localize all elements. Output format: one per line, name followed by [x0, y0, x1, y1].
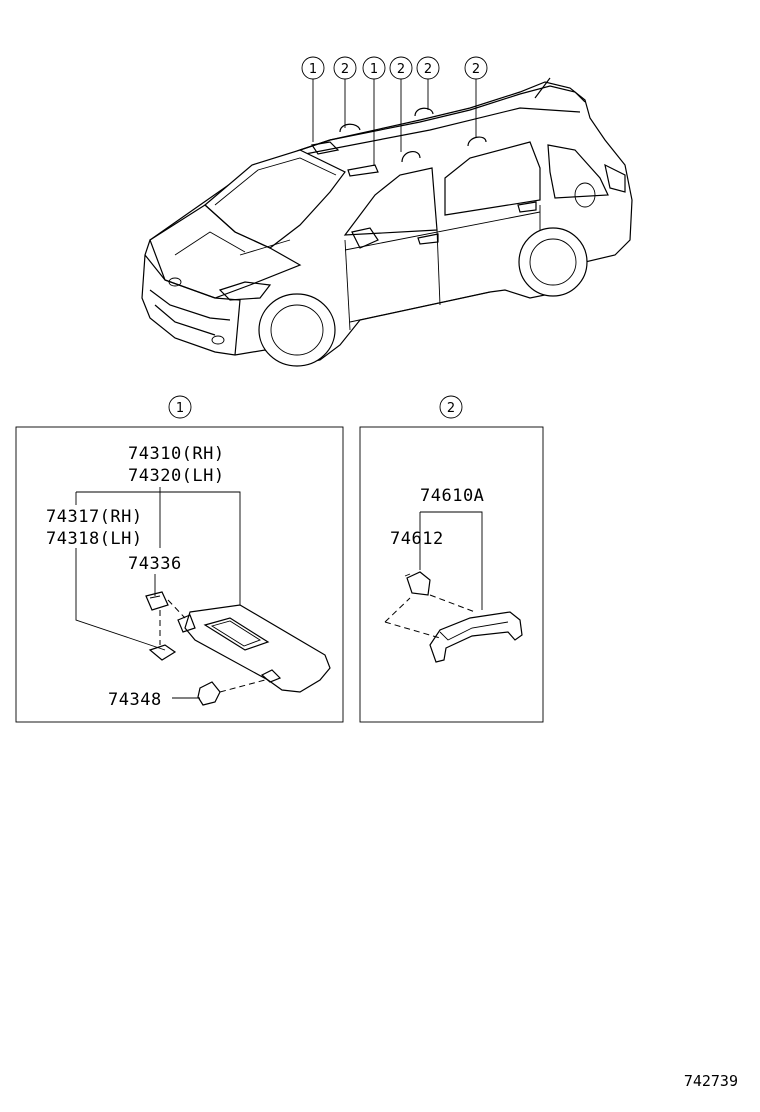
svg-text:1: 1 [370, 62, 378, 77]
part-74320-lh[interactable]: 74320(LH) [128, 466, 225, 486]
panel-sun-visor: 1 74310(RH) 74320(LH) 74317(RH) 74318(LH… [15, 395, 344, 723]
part-74336[interactable]: 74336 [128, 554, 182, 574]
car-callouts: 1 2 1 2 2 2 [301, 56, 488, 80]
part-74310-rh[interactable]: 74310(RH) [128, 444, 225, 464]
panel1-frame [15, 426, 344, 723]
car-callout-2b: 2 [389, 56, 413, 80]
svg-text:2: 2 [424, 62, 432, 77]
part-74348[interactable]: 74348 [108, 690, 162, 710]
svg-text:1: 1 [176, 401, 184, 416]
part-74317-rh[interactable]: 74317(RH) [46, 507, 143, 527]
part-74610a[interactable]: 74610A [420, 486, 484, 506]
diagram-code: 742739 [683, 1072, 738, 1090]
car-callout-2c: 2 [416, 56, 440, 80]
panel2-frame [359, 426, 544, 723]
svg-text:1: 1 [309, 62, 317, 77]
car-callout-1b: 1 [362, 56, 386, 80]
panel2-callout: 2 [439, 395, 463, 419]
svg-text:2: 2 [341, 62, 349, 77]
svg-text:2: 2 [397, 62, 405, 77]
part-74318-lh[interactable]: 74318(LH) [46, 529, 143, 549]
panel1-callout: 1 [168, 395, 192, 419]
car-callout-leaders [312, 79, 477, 166]
part-74612[interactable]: 74612 [390, 529, 444, 549]
car-callout-1a: 1 [301, 56, 325, 80]
car-callout-2a: 2 [333, 56, 357, 80]
car-callout-2d: 2 [464, 56, 488, 80]
svg-text:2: 2 [472, 62, 480, 77]
panel-assist-grip: 2 74610A 74612 [359, 395, 544, 723]
svg-text:2: 2 [447, 401, 455, 416]
vehicle-illustration [141, 77, 633, 367]
